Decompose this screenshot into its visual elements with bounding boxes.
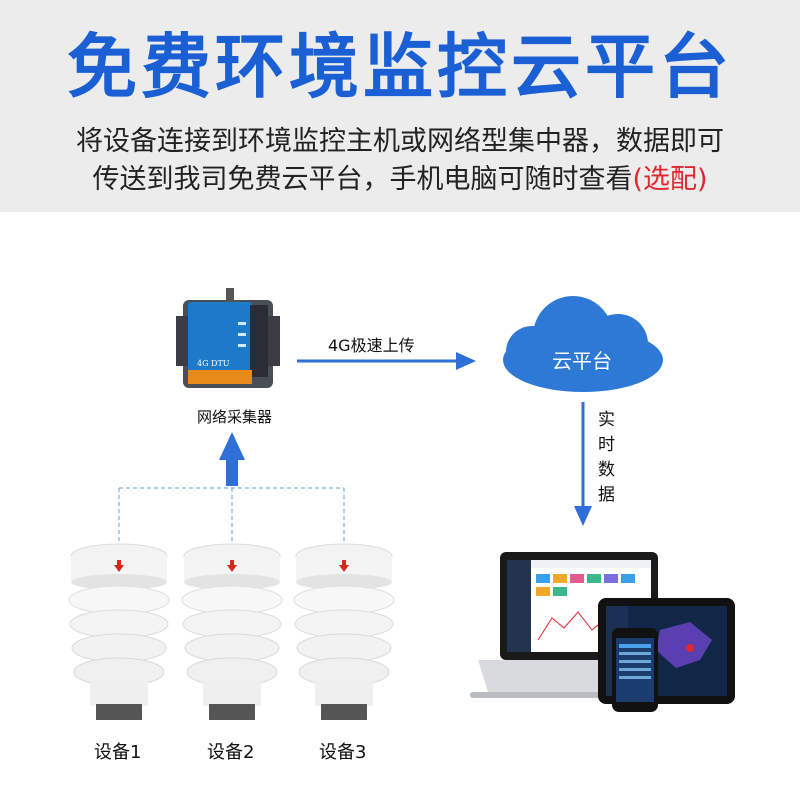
dtu-device-text: 4G DTU — [197, 359, 230, 368]
realtime-label-char-1: 实 — [598, 410, 615, 430]
page-title: 免费环境监控云平台 — [67, 26, 733, 108]
header-banner: 免费环境监控云平台 将设备连接到环境监控主机或网络型集中器，数据即可 传送到我司… — [0, 0, 800, 212]
device-3-label: 设备3 — [319, 742, 367, 763]
realtime-label-char-3: 数 — [598, 460, 615, 480]
cloud-icon — [503, 296, 663, 392]
upload-label: 4G极速上传 — [328, 336, 415, 355]
cloud-label: 云平台 — [552, 349, 612, 373]
description-line-2-text: 传送到我司免费云平台，手机电脑可随时查看 — [92, 164, 633, 195]
realtime-arrow-head — [574, 506, 592, 526]
upload-arrow-head — [456, 352, 476, 370]
collect-arrow-shaft — [226, 458, 238, 486]
sensor-connectors — [118, 487, 345, 544]
sensor-2-image — [181, 543, 283, 720]
description-line-2: 传送到我司免费云平台，手机电脑可随时查看(选配) — [0, 162, 800, 198]
device-1-label: 设备1 — [94, 742, 142, 763]
device-2-label: 设备2 — [207, 742, 255, 763]
dtu-label: 网络采集器 — [197, 408, 273, 426]
description-line-1: 将设备连接到环境监控主机或网络型集中器，数据即可 — [76, 126, 724, 157]
sensor-1-image — [68, 543, 170, 720]
realtime-label-char-2: 时 — [598, 435, 615, 455]
sensor-3-image — [293, 543, 395, 720]
realtime-label-char-4: 据 — [598, 485, 615, 505]
dtu-device-image: 4G DTU — [176, 288, 280, 388]
collect-arrow-head — [219, 432, 245, 460]
phone-image — [612, 628, 658, 712]
optional-note: (选配) — [632, 164, 708, 195]
